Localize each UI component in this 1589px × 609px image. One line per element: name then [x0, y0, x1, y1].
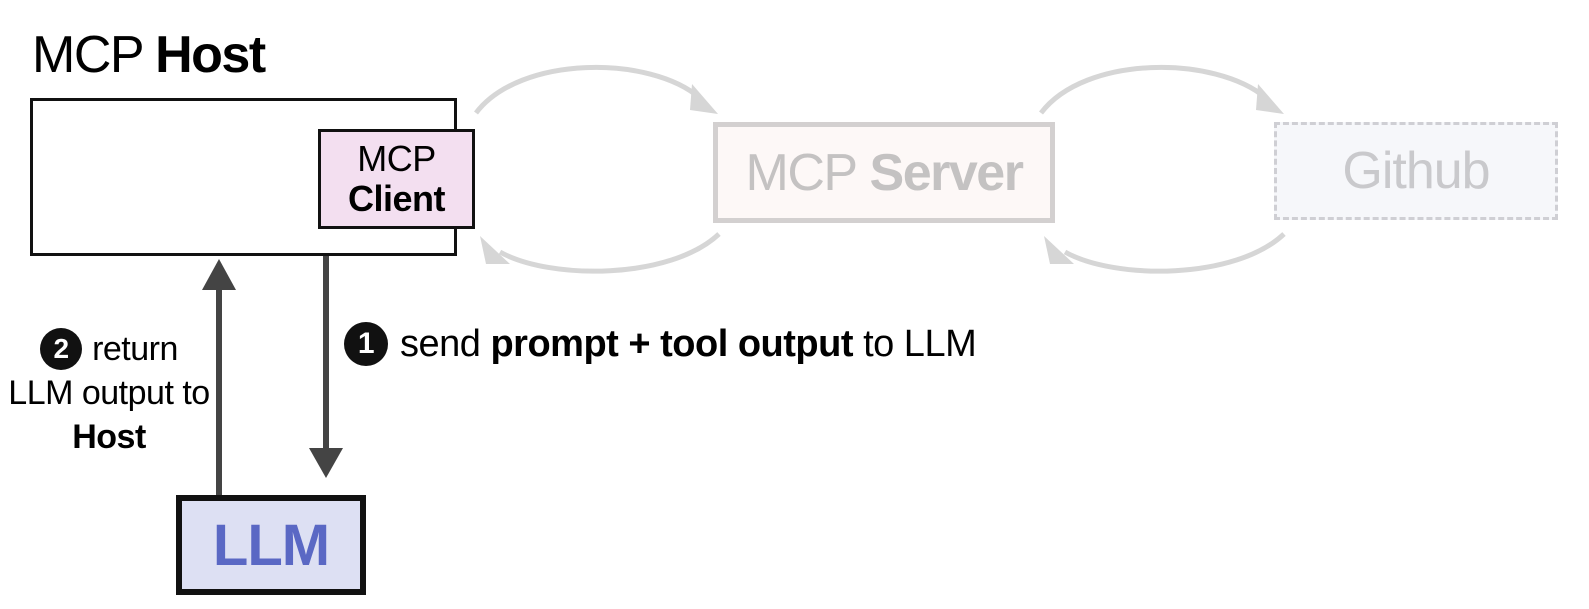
- server-to-client-arrowhead: [480, 236, 510, 264]
- server-label-prefix: MCP: [745, 143, 859, 202]
- step1-text-bold: prompt + tool output: [490, 322, 853, 365]
- llm-to-host-arrowhead: [202, 259, 236, 290]
- github-to-server-arrow: [1063, 232, 1286, 274]
- github-to-server-arrowhead: [1044, 236, 1074, 264]
- client-label-line1: MCP: [357, 137, 436, 179]
- step2-line2: LLM output to: [8, 374, 210, 413]
- host-title-bold: Host: [155, 26, 266, 84]
- step2-line1: return: [92, 330, 178, 368]
- step1-annotation: 1 send prompt + tool output to LLM: [344, 322, 977, 366]
- step1-text-end: to LLM: [863, 322, 977, 365]
- client-to-server-arrowhead: [690, 84, 718, 114]
- server-to-client-arrow: [498, 232, 721, 274]
- host-title-prefix: MCP: [32, 26, 144, 84]
- server-to-github-arrowhead: [1256, 84, 1284, 114]
- github-label: Github: [1342, 142, 1490, 200]
- client-to-server-arrow: [474, 64, 702, 115]
- server-to-github-arrow: [1039, 64, 1268, 115]
- host-to-llm-arrowhead: [309, 448, 343, 478]
- client-label-line2: Client: [347, 178, 446, 219]
- client-box: MCP Client: [318, 129, 475, 229]
- host-title: MCP Host: [32, 26, 266, 86]
- step2-annotation: 2 return LLM output to Host: [2, 327, 216, 460]
- step1-number-badge: 1: [344, 322, 388, 366]
- step2-number-badge: 2: [40, 328, 83, 371]
- step2-line3: Host: [72, 418, 146, 457]
- llm-box: LLM: [176, 495, 366, 595]
- server-box: MCP Server: [713, 122, 1055, 223]
- server-label-bold: Server: [869, 143, 1024, 202]
- step1-text-start: send: [400, 322, 481, 365]
- llm-label: LLM: [212, 512, 330, 578]
- github-box: Github: [1274, 122, 1558, 220]
